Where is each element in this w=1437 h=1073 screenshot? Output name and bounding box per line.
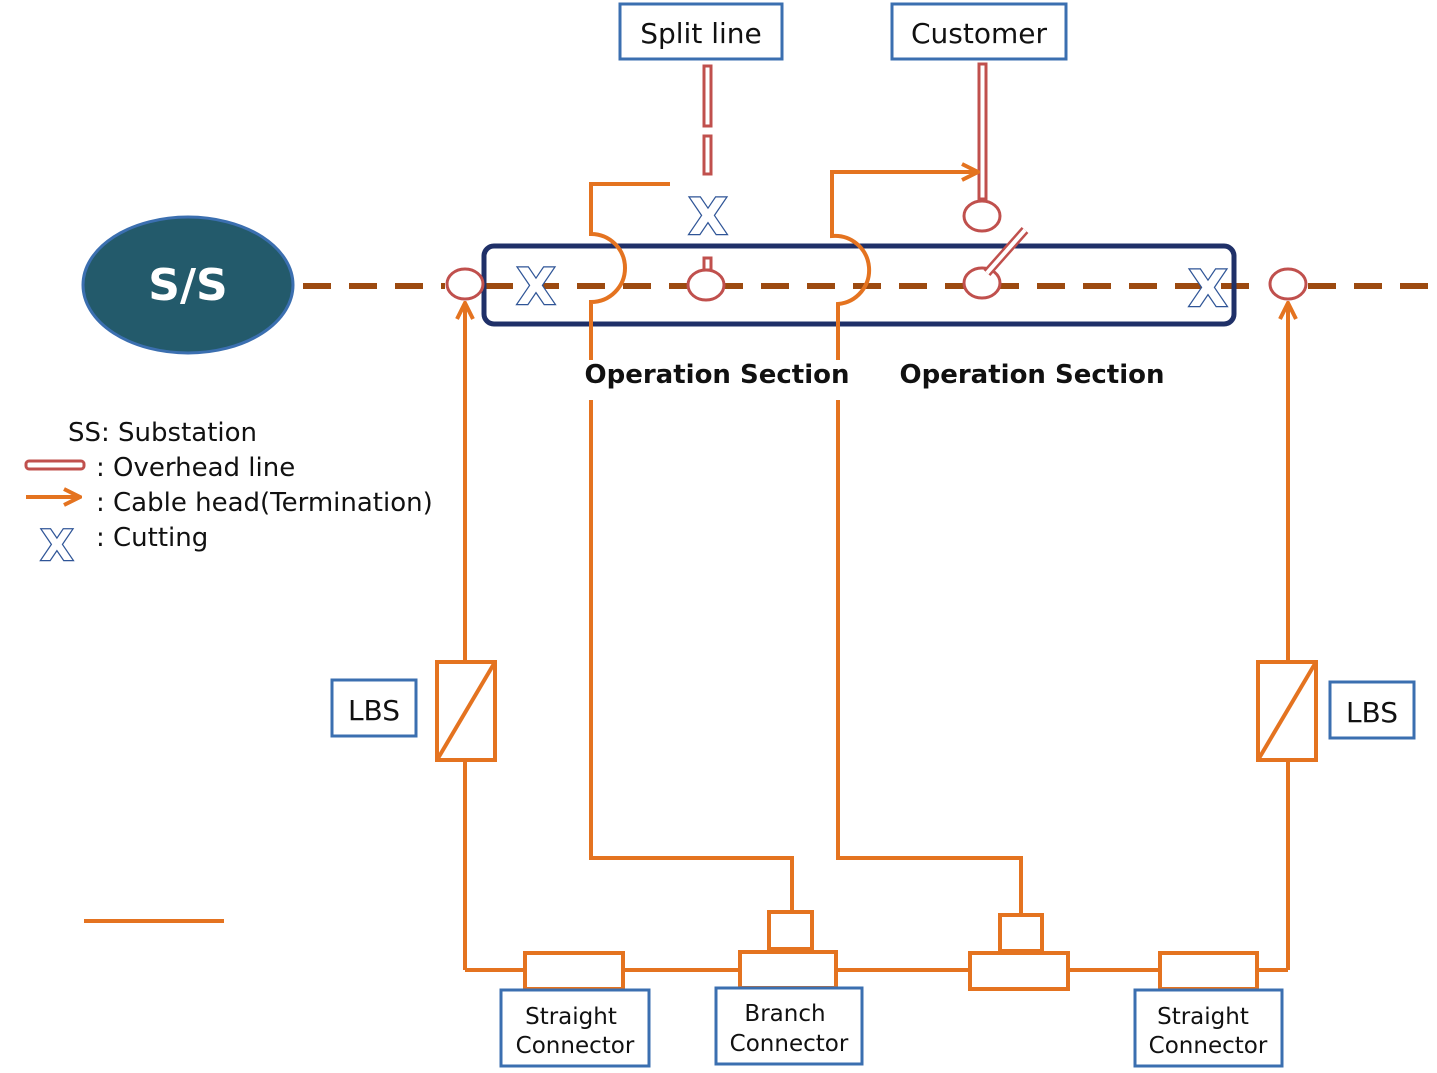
straight-connector-left-label-box: Straight Connector: [499, 988, 651, 1068]
lbs-switch-left: [435, 660, 497, 762]
branch-connector-2-body: [968, 951, 1070, 991]
operation-section-label: Operation Section: [900, 360, 1165, 390]
customer-label-box: Customer: [890, 2, 1068, 61]
operation-section-label: Operation Section: [585, 360, 850, 390]
cut-mark-icon: X: [1189, 260, 1228, 318]
branch-connector-top: [767, 910, 814, 951]
legend-substation: SS: Substation: [68, 418, 257, 448]
branch-connector-label: Connector: [730, 1031, 849, 1057]
branch-connector-2-top: [998, 913, 1044, 953]
substation: S/S: [81, 215, 295, 355]
straight-connector-left-body: [523, 951, 625, 991]
straight-connector-left-label: Straight: [525, 1004, 617, 1030]
connectors: [523, 910, 1259, 991]
customer-label: Customer: [911, 17, 1047, 50]
straight-connector-left-label: Connector: [516, 1033, 635, 1059]
straight-connector-right-label-box: Straight Connector: [1133, 988, 1284, 1068]
split-line-overhead: [686, 64, 726, 302]
left-terminal: [445, 267, 485, 301]
legend: SS: Substation : Overhead line : Cable h…: [24, 418, 433, 923]
cut-mark-icon: X: [689, 188, 728, 246]
lbs-right-label: LBS: [1346, 696, 1398, 729]
lbs-switch-right: [1256, 660, 1318, 762]
cut-mark-icon: X: [517, 258, 556, 316]
split-line-label-box: Split line: [618, 2, 784, 61]
substation-label: S/S: [148, 260, 227, 311]
cable-network: [465, 172, 1288, 972]
straight-connector-right-body: [1158, 951, 1259, 991]
lbs-left-label: LBS: [348, 694, 400, 727]
straight-connector-right-label: Connector: [1149, 1033, 1268, 1059]
overhead-line-legend-icon: [24, 459, 86, 471]
cut-mark-legend-icon: X: [41, 521, 73, 570]
legend-cable-head: : Cable head(Termination): [96, 488, 433, 518]
lbs-right-label-box: LBS: [1328, 680, 1416, 740]
lbs-left-label-box: LBS: [330, 678, 418, 738]
straight-connector-right-label: Straight: [1157, 1004, 1249, 1030]
customer-overhead: [962, 62, 1029, 300]
branch-connector-label: Branch: [744, 1001, 825, 1027]
split-line-label: Split line: [640, 17, 762, 50]
legend-overhead-line: : Overhead line: [96, 453, 295, 483]
legend-cutting: : Cutting: [96, 523, 208, 553]
branch-connector-body: [738, 950, 838, 990]
right-terminal: [1268, 267, 1308, 301]
branch-connector-label-box: Branch Connector: [714, 986, 864, 1066]
